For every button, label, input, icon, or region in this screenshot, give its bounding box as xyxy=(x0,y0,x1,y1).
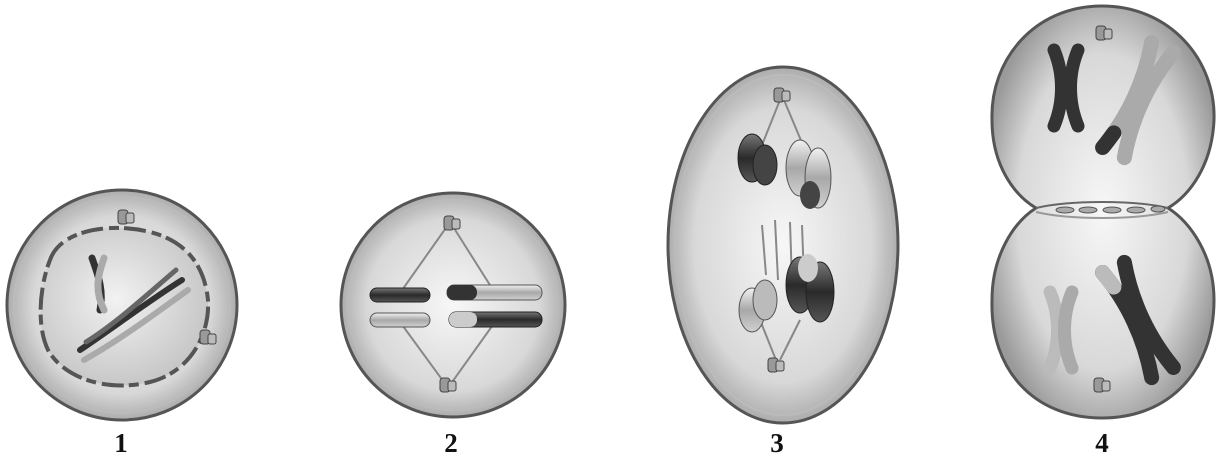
stage-label: 1 xyxy=(101,428,141,459)
stage-label: 3 xyxy=(757,428,797,459)
stage-2-cell xyxy=(341,193,565,417)
stage-label: 2 xyxy=(431,428,471,459)
stage-3-cell xyxy=(668,67,898,423)
stage-4-cell xyxy=(992,6,1214,418)
stage-label: 4 xyxy=(1082,428,1122,459)
stage-1-cell xyxy=(7,190,237,420)
